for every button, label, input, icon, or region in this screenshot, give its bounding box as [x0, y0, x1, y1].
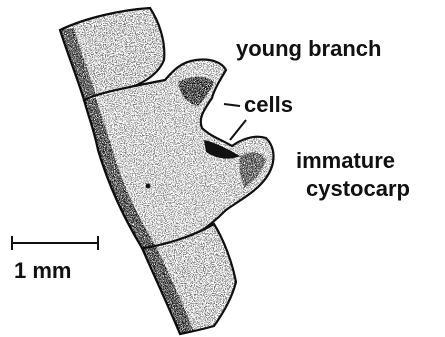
young-branch-label: young branch — [236, 36, 381, 61]
cells-label: cells — [244, 92, 293, 117]
cystocarp-leader-line — [230, 120, 246, 140]
cells-leader-line — [224, 104, 240, 106]
scale-bar — [12, 236, 98, 250]
scale-label: 1 mm — [14, 258, 71, 283]
cystocarp-label: cystocarp — [306, 176, 410, 201]
immature-label: immature — [296, 148, 395, 173]
